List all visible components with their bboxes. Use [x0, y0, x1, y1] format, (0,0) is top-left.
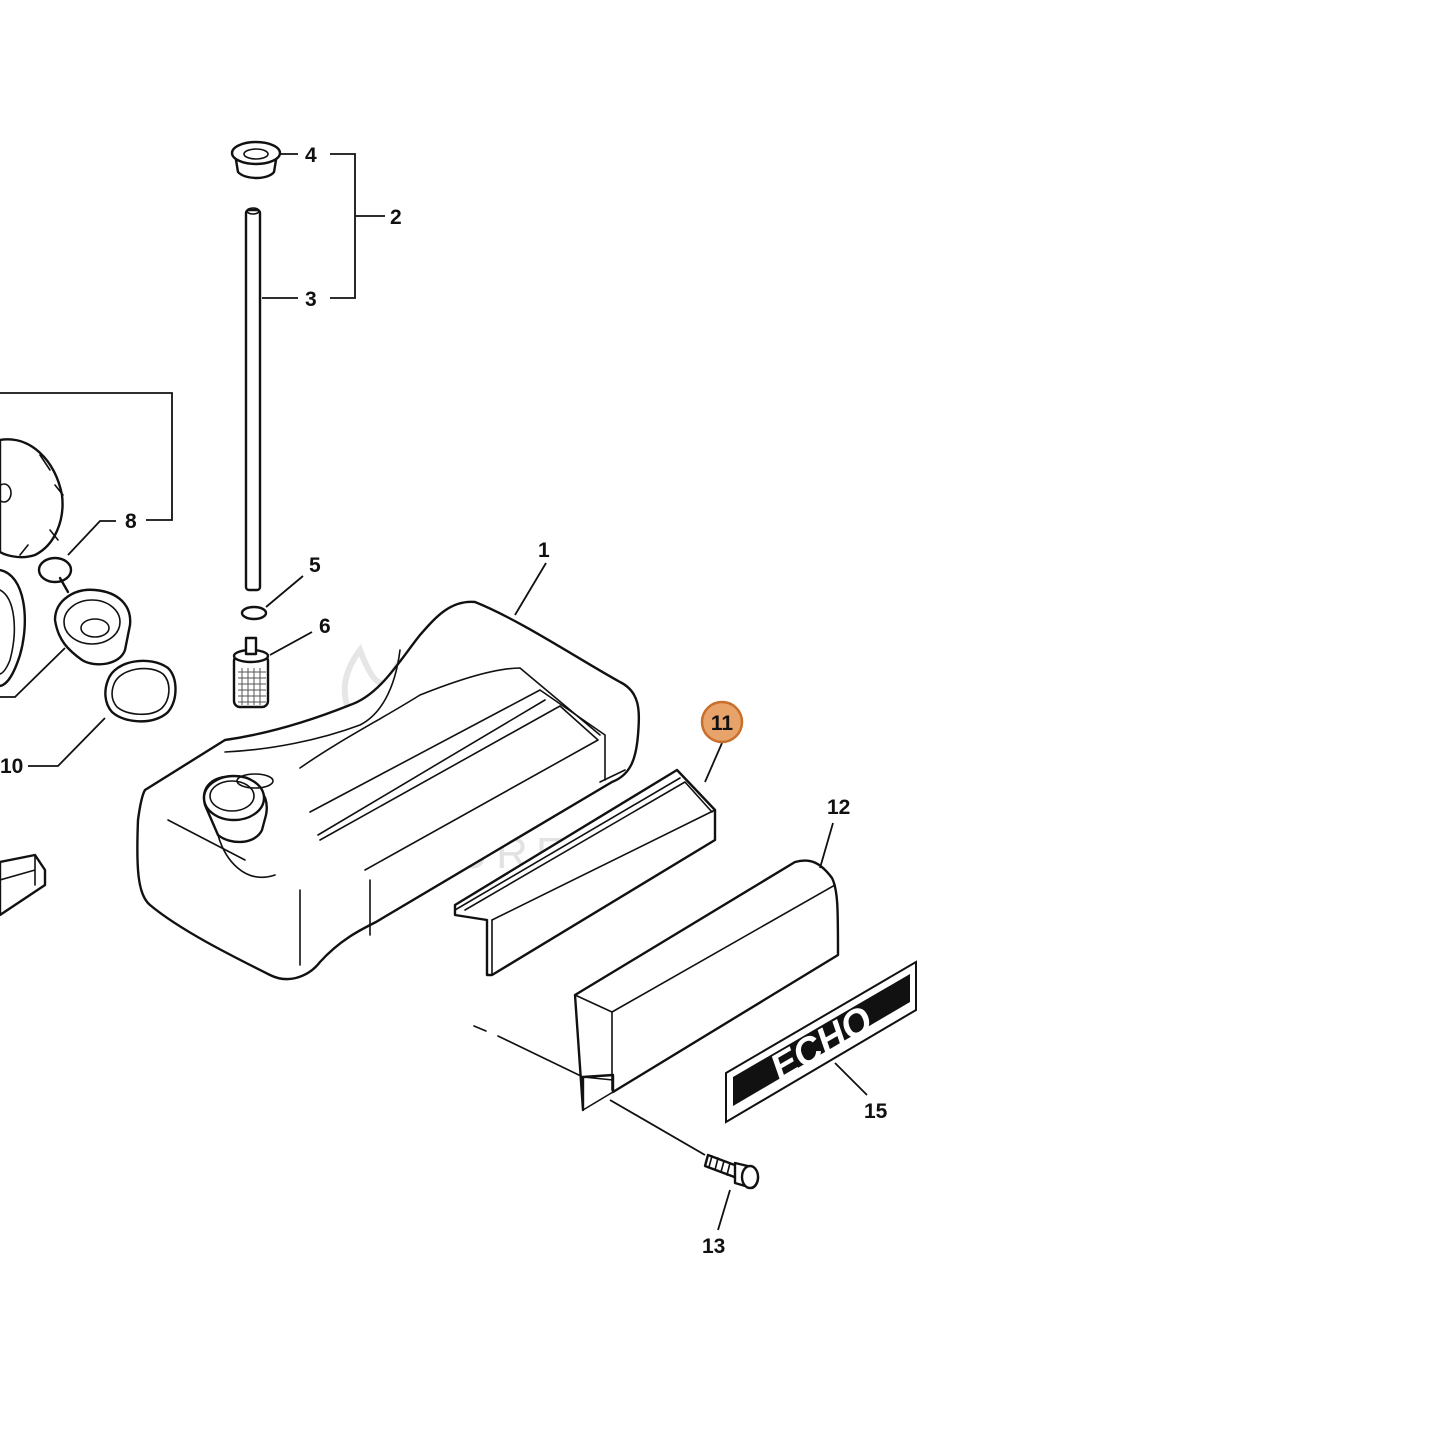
- callout-11: 11: [711, 712, 734, 735]
- callout-11-highlight[interactable]: 11: [700, 700, 744, 744]
- left-partial-parts: [0, 438, 64, 917]
- callout-1[interactable]: 1: [538, 539, 550, 562]
- part-clip-ring: [240, 575, 304, 621]
- part-fuel-filter: [232, 631, 313, 709]
- part-gasket: [28, 659, 177, 767]
- part-grommet: [230, 140, 298, 180]
- part-bracket-rail: [453, 742, 723, 977]
- part-fuel-tank: [136, 562, 641, 981]
- part-cap-cup: [0, 588, 132, 698]
- part-bolt: [703, 1153, 760, 1231]
- part-cover: [573, 822, 840, 1112]
- callout-2[interactable]: 2: [390, 206, 402, 229]
- callout-15[interactable]: 15: [864, 1100, 888, 1123]
- bracket-8: [0, 392, 173, 521]
- callout-3[interactable]: 3: [305, 288, 317, 311]
- part-fuel-pipe: [244, 207, 298, 592]
- callout-10[interactable]: 10: [0, 755, 23, 778]
- callout-labels: 4 2 3 8 1 5 6 10 12 15 13: [0, 144, 888, 1258]
- callout-4[interactable]: 4: [305, 144, 317, 167]
- callout-8[interactable]: 8: [125, 510, 137, 533]
- assembly-line: [473, 1025, 706, 1156]
- part-check-valve: [37, 520, 116, 594]
- callout-12[interactable]: 12: [827, 796, 850, 819]
- highlight-circle: [700, 700, 744, 744]
- callout-13[interactable]: 13: [702, 1235, 725, 1258]
- decal-band: [733, 974, 910, 1106]
- callout-5[interactable]: 5: [309, 554, 321, 577]
- decal-brand-text: ECHO: [764, 999, 880, 1090]
- callout-6[interactable]: 6: [319, 615, 331, 638]
- bracket-2: [330, 153, 385, 299]
